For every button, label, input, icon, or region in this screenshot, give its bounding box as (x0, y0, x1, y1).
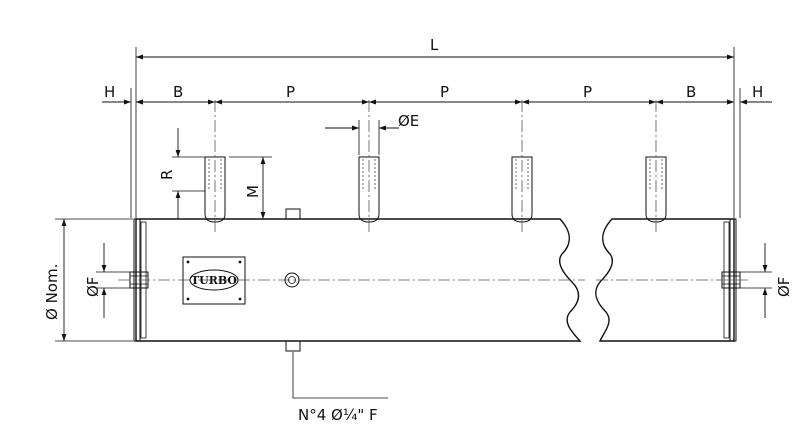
label-overhang-right: H (752, 83, 763, 101)
label-end-fitting-left: ØF (84, 277, 102, 297)
turbo-logo-plate: TURBO (182, 256, 246, 305)
label-connections-note: N°4 Ø¼" F (298, 406, 378, 424)
label-thread-r: R (158, 170, 176, 180)
vent-port-icon (284, 272, 300, 288)
label-end-spacing-left: B (173, 83, 183, 101)
stub-3 (511, 100, 533, 232)
label-end-spacing-right: B (686, 83, 696, 101)
label-overhang-left: H (104, 83, 115, 101)
label-height-m: M (244, 185, 262, 198)
logo-text: TURBO (191, 274, 237, 287)
dimension-lines (55, 47, 772, 399)
label-end-fitting-right: ØF (775, 277, 793, 297)
label-pitch-1: P (286, 83, 295, 101)
manifold-body (118, 208, 750, 352)
label-diameter-e: ØE (398, 112, 419, 130)
stub-1 (204, 100, 226, 232)
label-length: L (430, 36, 439, 54)
stub-2 (358, 100, 380, 232)
label-nominal-diameter: Ø Nom. (43, 264, 61, 320)
label-pitch-2: P (440, 83, 449, 101)
dimension-labels: L H B P P P B H ØE R M Ø Nom. ØF ØF N°4 … (43, 36, 793, 424)
label-pitch-3: P (583, 83, 592, 101)
stub-4 (645, 100, 667, 232)
